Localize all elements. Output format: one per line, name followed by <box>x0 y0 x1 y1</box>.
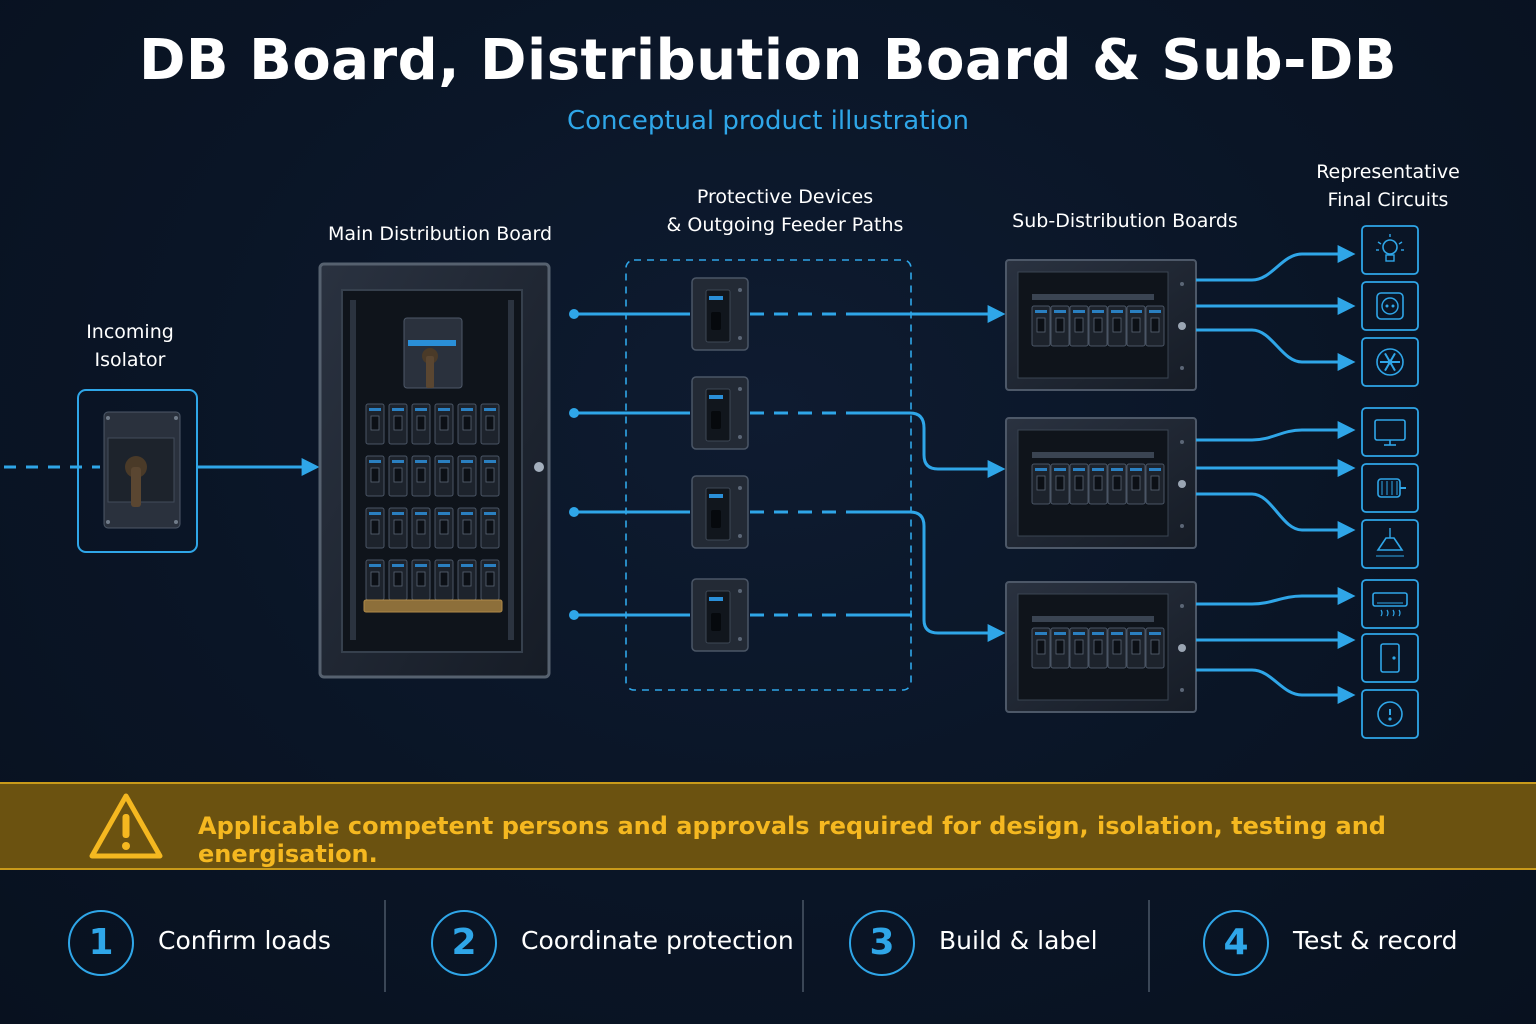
warning-triangle-icon <box>89 793 163 859</box>
sub-db-breaker <box>1088 305 1108 347</box>
sub-db-breaker <box>1107 627 1127 669</box>
main-db-breaker <box>480 403 500 445</box>
final-circuit-line <box>1196 587 1356 606</box>
outlet-icon <box>1361 689 1419 739</box>
step-label: Test & record <box>1293 926 1458 955</box>
sub-db-label: Sub-Distribution Boards <box>1012 210 1238 232</box>
step-label: Build & label <box>939 926 1098 955</box>
main-db-breaker <box>457 455 477 497</box>
sub-db-breaker <box>1126 627 1146 669</box>
incoming-label-line1: Incoming <box>86 321 174 343</box>
incoming-label-line2: Isolator <box>94 349 166 371</box>
step-divider <box>1148 900 1150 992</box>
step-divider <box>802 900 804 992</box>
step-number: 1 <box>68 910 134 976</box>
main-db-breaker <box>365 455 385 497</box>
main-db-breaker <box>480 507 500 549</box>
main-db-breaker <box>388 559 408 601</box>
socket-icon <box>1361 281 1419 331</box>
step-number: 4 <box>1203 910 1269 976</box>
sub-db-breaker <box>1145 627 1165 669</box>
final-label-line1: Representative <box>1316 161 1460 183</box>
main-distribution-board <box>318 262 551 679</box>
sub-db-breaker <box>1069 627 1089 669</box>
step-label: Coordinate protection <box>521 926 794 955</box>
sub-db-breaker <box>1088 627 1108 669</box>
main-db-breaker <box>434 559 454 601</box>
sub-db-breaker <box>1145 463 1165 505</box>
main-db-breaker <box>434 507 454 549</box>
safety-warning-banner: Applicable competent persons and approva… <box>0 782 1536 870</box>
main-db-breaker <box>411 455 431 497</box>
sub-db-breaker <box>1050 627 1070 669</box>
process-steps: 1 Confirm loads 2 Coordinate protection … <box>0 890 1536 1000</box>
final-label-line2: Final Circuits <box>1327 189 1449 211</box>
main-db-breaker <box>411 507 431 549</box>
sub-db-breaker <box>1145 305 1165 347</box>
main-db-breaker <box>480 559 500 601</box>
sub-db-breaker <box>1050 463 1070 505</box>
final-circuits-label: Representative Final Circuits <box>1300 158 1476 214</box>
main-db-breaker <box>411 559 431 601</box>
air-conditioner-icon <box>1361 579 1419 629</box>
main-db-breaker <box>388 455 408 497</box>
incoming-isolator-label: Incoming Isolator <box>60 318 200 374</box>
sub-db-breaker <box>1031 627 1051 669</box>
step-number: 3 <box>849 910 915 976</box>
sub-db-breaker <box>1107 305 1127 347</box>
distribution-diagram <box>4 225 1419 739</box>
sub-db-breaker <box>1126 305 1146 347</box>
page-subtitle: Conceptual product illustration <box>566 106 969 136</box>
feeder-breaker-1 <box>691 277 749 351</box>
final-circuit-line <box>1196 245 1356 282</box>
main-db-label: Main Distribution Board <box>327 223 553 245</box>
sub-db-breaker <box>1031 305 1051 347</box>
protective-label-line2: & Outgoing Feeder Paths <box>666 214 904 236</box>
protective-devices-group <box>625 259 912 691</box>
step-divider <box>384 900 386 992</box>
main-db-breaker <box>365 559 385 601</box>
pendant-lamp-icon <box>1361 519 1419 569</box>
main-db-breaker <box>411 403 431 445</box>
sub-db-breaker <box>1088 463 1108 505</box>
main-db-breaker <box>434 455 454 497</box>
main-db-breaker <box>388 507 408 549</box>
sub-db-breaker <box>1069 305 1089 347</box>
final-circuit-line <box>1196 492 1356 539</box>
final-circuit-line <box>1196 421 1356 442</box>
main-db-breaker <box>388 403 408 445</box>
protective-label-line1: Protective Devices <box>696 186 874 208</box>
sub-db-breaker <box>1050 305 1070 347</box>
main-db-breaker <box>457 559 477 601</box>
main-db-breaker <box>480 455 500 497</box>
main-db-breaker <box>365 403 385 445</box>
feeder-breaker-2 <box>691 376 749 450</box>
protective-devices-label: Protective Devices & Outgoing Feeder Pat… <box>630 183 940 239</box>
main-db-breaker <box>457 403 477 445</box>
step-number: 2 <box>431 910 497 976</box>
motor-icon <box>1361 463 1419 513</box>
lightbulb-icon <box>1361 225 1419 275</box>
page-title: DB Board, Distribution Board & Sub-DB <box>138 28 1398 93</box>
sub-db-breaker <box>1107 463 1127 505</box>
sub-db-breaker <box>1069 463 1089 505</box>
monitor-icon <box>1361 407 1419 457</box>
main-db-breaker <box>457 507 477 549</box>
incoming-isolator <box>77 389 198 553</box>
main-to-feeder-lines <box>569 309 690 620</box>
main-db-breaker <box>434 403 454 445</box>
feeder-breaker-4 <box>691 578 749 652</box>
final-circuit-lines <box>1196 245 1356 704</box>
sub-db-breaker <box>1031 463 1051 505</box>
feeder-breaker-3 <box>691 475 749 549</box>
warning-text: Applicable competent persons and approva… <box>198 812 1386 868</box>
final-circuit-line <box>1196 668 1356 704</box>
feeder-to-subdb-lines <box>750 305 1006 642</box>
step-label: Confirm loads <box>158 926 331 955</box>
fan-icon <box>1361 337 1419 387</box>
final-circuit-line <box>1196 328 1356 371</box>
main-db-breaker <box>365 507 385 549</box>
door-icon <box>1361 633 1419 683</box>
sub-db-breaker <box>1126 463 1146 505</box>
